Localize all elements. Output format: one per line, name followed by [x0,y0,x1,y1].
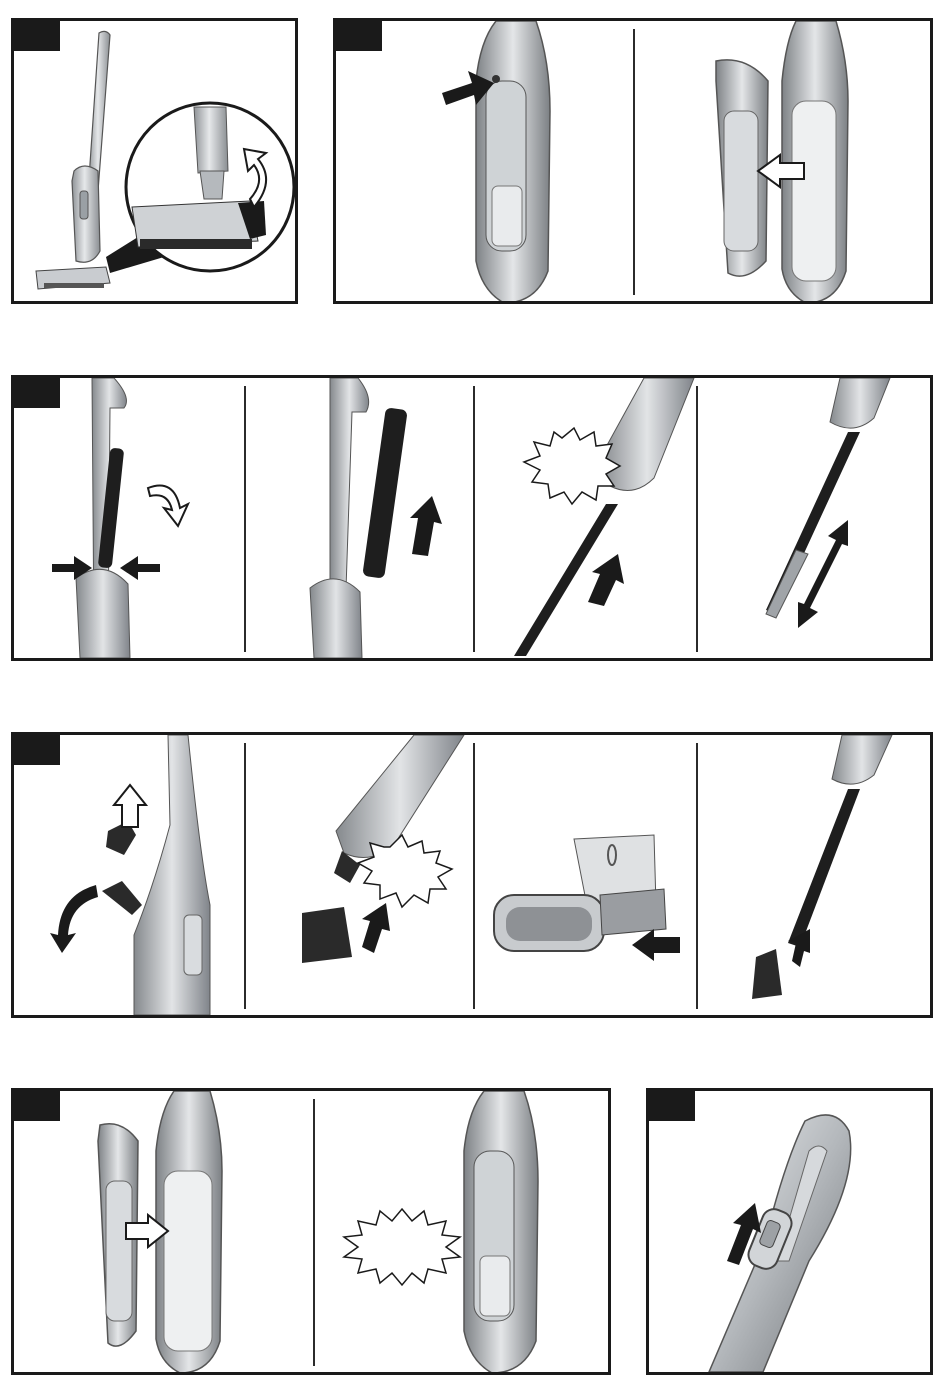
handheld-reinsert-illustration [14,1091,608,1372]
rotate-arrow-icon [148,486,188,527]
click-burst-icon [344,1209,460,1285]
accessory-tools-illustration [14,735,930,1015]
panel-step-6 [646,1088,933,1375]
rotate-arrow-icon [50,885,98,953]
panel-step-5 [11,1088,611,1375]
push-arrow-icon [632,929,680,961]
panel-step-3 [11,375,933,661]
up-arrow-icon [114,785,146,827]
click-burst-icon [358,835,452,907]
up-arrow-icon [362,903,390,953]
handheld-release-illustration [336,21,930,301]
power-switch-illustration [649,1091,930,1372]
panel-step-2 [333,18,933,304]
up-arrow-icon [588,554,624,606]
stick-vacuum-illustration [14,21,295,301]
panel-step-4 [11,732,933,1018]
panel-step-1 [11,18,298,304]
up-arrow-icon [410,496,442,556]
extension-tube-illustration [14,378,930,658]
click-burst-icon [524,428,620,504]
